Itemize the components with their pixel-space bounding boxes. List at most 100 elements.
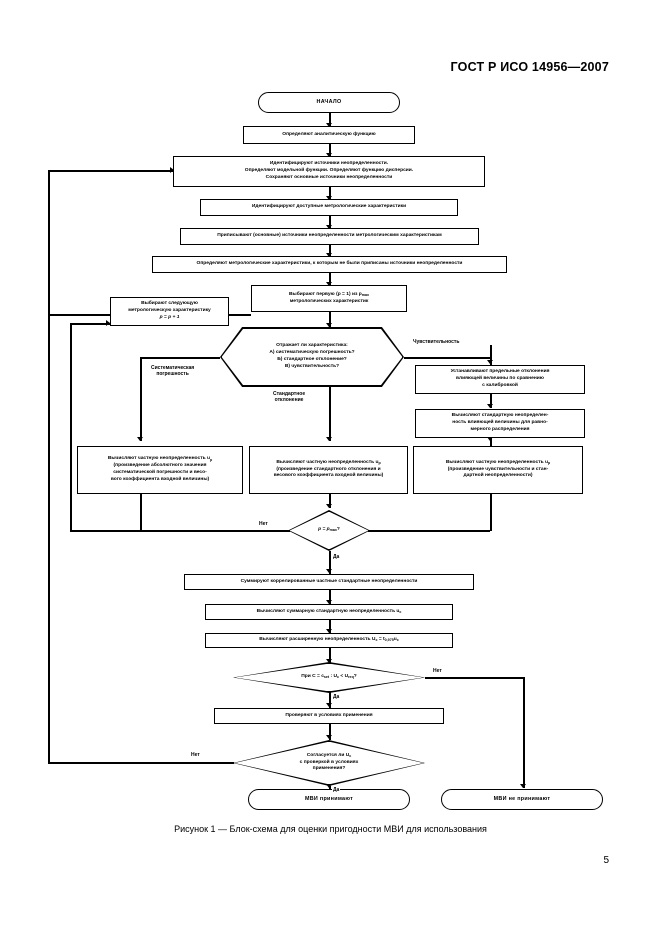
node-define-analytic-function-label: Определяют аналитическую функцию [282,131,376,137]
node-define-analytic-function[interactable]: Определяют аналитическую функцию [243,126,415,144]
connector-stddev-down [329,387,331,441]
connector-determine-to-select [329,272,331,286]
node-reject[interactable]: МВИ не принимают [441,789,603,810]
arrow-down [326,659,333,663]
decision-uc-sub1: set [323,675,330,680]
decision-agree-l2: с проверкой в условиях [299,759,359,765]
node-calc-std-uncert-uniform-l1: Вычисляют стандартную неопределен- [451,413,549,419]
node-set-limit-deviations[interactable]: Устанавливают предельные отклонения влия… [415,365,585,394]
node-branch-a-sub: p [209,457,213,462]
connector-sources-to-available [329,186,331,200]
node-determine-mc-without-sources[interactable]: Определяют метрологические характеристик… [152,256,507,273]
arrow-down [326,600,333,604]
decision-characteristic-line2: А) систематическую погрешность? [269,350,355,356]
node-select-first-mc-line1: Выбирают первую (p = 1) из p [289,291,362,297]
node-identify-available-mc-label: Идентифицируют доступные метрологические… [251,204,407,210]
arrow-down [326,323,333,327]
node-calc-std-uncert-uniform-l3: мерного распределения [470,426,530,432]
connector-verify-to-agree [329,724,331,740]
node-branch-b-l1: Вычисляют частную неопределенность u [276,459,379,465]
node-calc-combined-l1: Вычисляют суммарную стандартную неопреде… [256,608,400,614]
node-identify-sources-line2: Определяют модельной функции. Определяют… [244,168,414,174]
loop-rail-vertical-outer [48,170,50,315]
node-calc-expanded-sub3: c [396,638,399,643]
node-branch-c-partial-uncertainty[interactable]: Вычисляют частную неопределенность up (п… [413,446,583,494]
decision-characteristic-line4: В) чувствительность? [284,363,340,369]
node-select-first-mc-line2: метрологических характеристик [289,298,369,304]
connector-uc-no-down [523,677,525,788]
node-sum-correlated[interactable]: Суммируют коррелированные частные станда… [184,574,474,590]
connector-branchc-down [490,494,492,531]
node-start[interactable]: НАЧАЛО [258,92,400,113]
node-assign-sources[interactable]: Приписывают (основные) источники неопред… [180,228,479,245]
node-assign-sources-label: Приписывают (основные) источники неопред… [217,233,442,239]
node-branch-c-l1: Вычисляют частную неопределенность u [445,459,548,465]
node-branch-a-l2: (произведение абсолютного значения [113,463,207,469]
node-decision-pmax[interactable]: p = pmax? [288,510,370,551]
connector-select-to-decision [329,312,331,327]
node-identify-sources[interactable]: Идентифицируют источники неопределенност… [173,156,485,187]
node-decision-uc-requirement[interactable]: При C = cset : Uc < Ureq? [233,662,425,693]
connector-pmax-yes [329,551,331,574]
branch-label-systematic-error-l1: Систематическая [151,365,195,371]
decision-uc-sub2: c [337,675,340,680]
arrow-down [326,629,333,633]
decision-uc-sub3: req [348,675,354,680]
node-branch-c-l3: дартной неопределенности) [463,473,533,479]
branch-label-pmax-no: Нет [258,521,269,527]
decision-uc-l4: ? [353,674,357,680]
node-set-limit-deviations-l3: с калибровкой [482,382,518,388]
node-start-label: НАЧАЛО [316,98,342,105]
connector-uc-no [425,677,524,679]
arrow-right [106,319,110,326]
connector-pmax-no-up [70,323,72,531]
join-bus-left [140,530,290,532]
node-calc-expanded-sub1: c [375,638,378,643]
connector-pmax-no-to-box [70,323,110,325]
figure-caption: Рисунок 1 — Блок-схема для оценки пригод… [174,824,487,834]
node-decision-characteristic[interactable]: Отражает ли характеристика: А) системати… [220,327,404,387]
node-branch-b-l2: (произведение стандартного отклонения и [276,466,381,472]
arrow-down [326,437,333,441]
decision-characteristic-line1: Отражает ли характеристика: [276,343,348,349]
node-identify-available-mc[interactable]: Идентифицируют доступные метрологические… [200,199,458,216]
branch-label-agree-no: Нет [190,752,201,758]
connector-agree-no-up [48,314,50,763]
decision-agree-sub: c [349,753,352,758]
decision-pmax-l2: ? [336,527,340,533]
node-decision-agree[interactable]: Согласуется ли Uc с проверкой в условиях… [233,740,425,786]
node-verify-in-use[interactable]: Проверяют в условиях применения [214,708,444,724]
connector-sensitivity-to-box2 [490,394,492,408]
connector-available-to-assign [329,215,331,229]
branch-label-sensitivity: Чувствительность [413,339,460,345]
node-verify-in-use-label: Проверяют в условиях применения [285,712,373,718]
node-set-limit-deviations-l2: влияющей величины по сравнению [456,376,544,382]
connector-combined-to-expanded [329,620,331,633]
node-calc-combined-uncertainty[interactable]: Вычисляют суммарную стандартную неопреде… [205,604,453,620]
node-set-limit-deviations-l1: Устанавливают предельные отклонения [450,369,550,375]
node-branch-b-partial-uncertainty[interactable]: Вычисляют частную неопределенность up (п… [249,446,408,494]
node-select-first-mc[interactable]: Выбирают первую (p = 1) из pmax метролог… [251,285,407,312]
branch-label-systematic-error: Систематическая погрешность [150,365,195,377]
node-select-next-mc-line2: метрологическую характеристику [128,308,211,314]
node-select-next-mc[interactable]: Выбирают следующую метрологическую харак… [110,297,229,326]
arrow-down [326,569,333,573]
arrow-down [326,225,333,229]
connector-uc-yes [329,692,331,708]
page-number: 5 [603,855,609,866]
connector-brancha-down [140,494,142,531]
node-calc-std-uncert-uniform[interactable]: Вычисляют стандартную неопределен- ность… [415,409,585,438]
node-calc-expanded-uncertainty[interactable]: Вычисляют расширенную неопределенность U… [205,633,453,648]
branch-label-std-deviation: Стандартное отклонение [272,391,306,403]
node-branch-a-partial-uncertainty[interactable]: Вычисляют частную неопределенность up (п… [77,446,243,494]
node-accept-label: МВИ принимают [304,795,354,802]
node-accept[interactable]: МВИ принимают [248,789,410,810]
node-branch-a-l3: систематической погрешности и весо- [113,470,207,475]
node-identify-sources-line3: Сохраняют основные источники неопределен… [265,174,393,180]
node-select-next-mc-line3: p = p + 1 [159,314,180,320]
connector-selectnext-to-decision [229,314,251,316]
decision-uc-l3: < U [339,674,349,680]
branch-label-systematic-error-l2: погрешность [156,371,189,377]
arrow-down [326,196,333,200]
